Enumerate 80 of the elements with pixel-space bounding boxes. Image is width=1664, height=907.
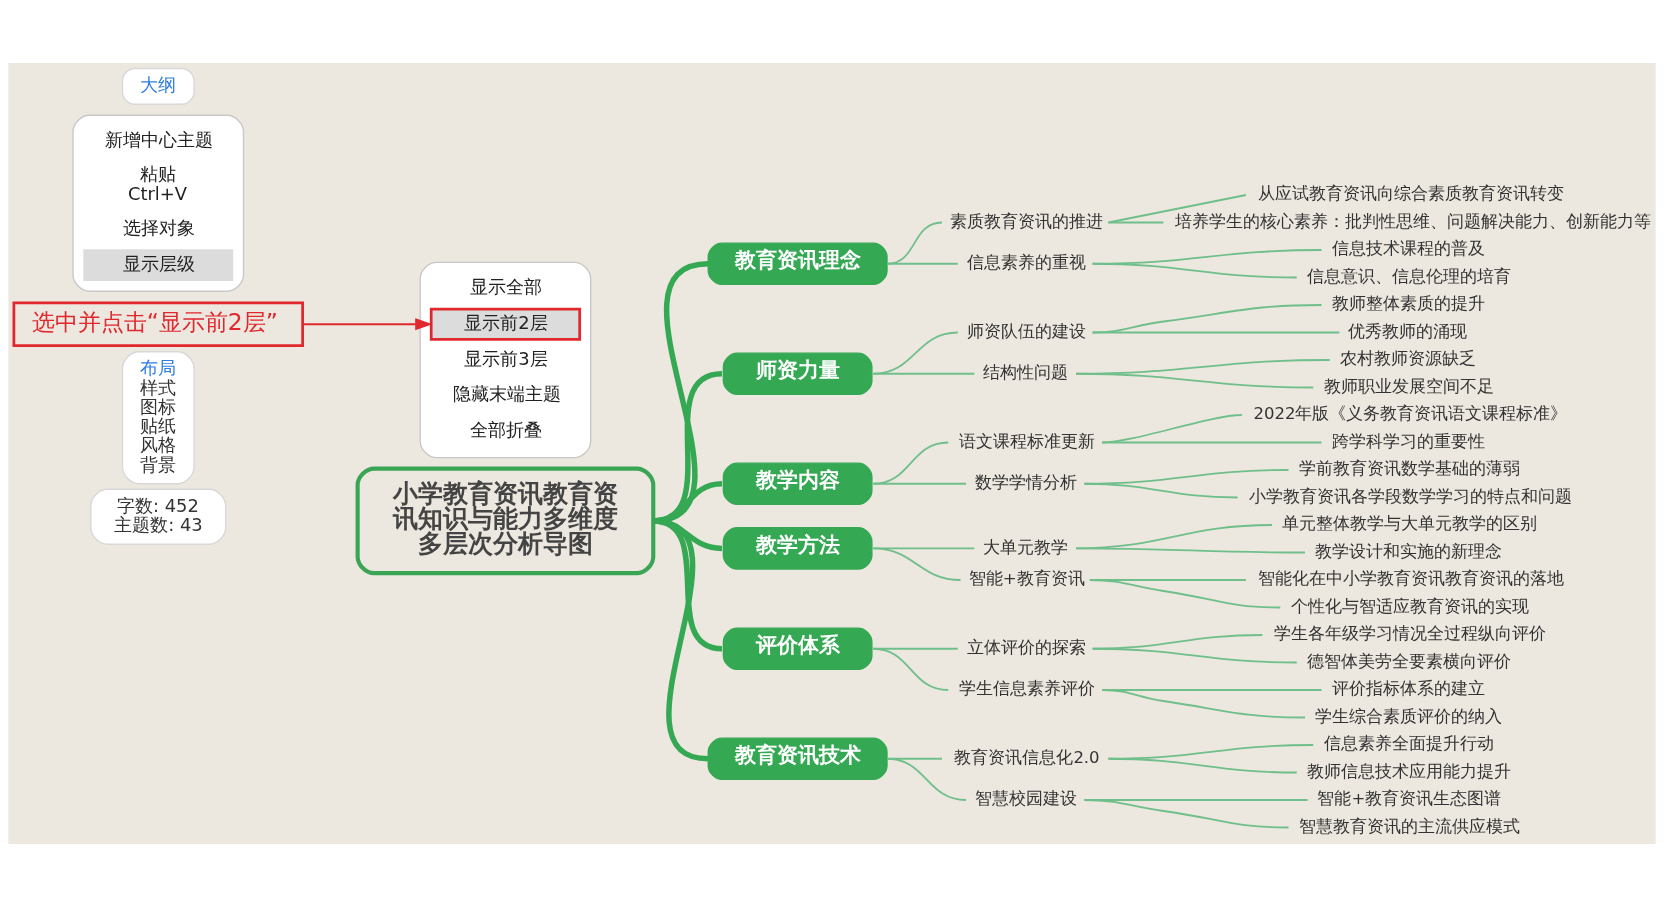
node-box: 显示前2层 bbox=[429, 307, 582, 341]
node-box: 教育资讯理念 bbox=[707, 242, 888, 286]
node-box: 选中并点击“显示前2层” bbox=[12, 301, 304, 347]
arrow bbox=[301, 318, 433, 331]
node-text: 评价指标体系的建立 bbox=[1331, 679, 1485, 699]
node-text: 选择对象 bbox=[122, 217, 195, 239]
node-text: 信息素养全面提升行动 bbox=[1323, 734, 1494, 754]
node-box: 显示层级 bbox=[83, 249, 234, 281]
connector bbox=[1107, 194, 1247, 224]
connector bbox=[1075, 547, 1306, 554]
node-text: 信息意识、信息伦理的培育 bbox=[1307, 266, 1512, 286]
node-text: 全部折叠 bbox=[469, 419, 542, 441]
node-text: 粘贴 Ctrl+V bbox=[128, 163, 187, 204]
node-text: 学前教育资讯数学基础的薄弱 bbox=[1298, 459, 1520, 479]
node-text: 跨学科学习的重要性 bbox=[1331, 431, 1485, 451]
connector bbox=[1091, 647, 1298, 664]
node-box: 教育资讯技术 bbox=[707, 737, 888, 781]
node-text: 教学设计和实施的新理念 bbox=[1315, 541, 1503, 561]
connector bbox=[872, 372, 976, 375]
connector bbox=[1088, 579, 1282, 609]
node-box: 大纲 bbox=[121, 67, 195, 105]
node-text: 农村教师资源缺乏 bbox=[1340, 349, 1477, 369]
connector bbox=[1083, 482, 1239, 499]
connector bbox=[1107, 757, 1298, 774]
node-text: 学生各年级学习情况全过程纵向评价 bbox=[1274, 624, 1547, 644]
connector bbox=[872, 647, 950, 691]
cluster bbox=[72, 114, 245, 292]
node-text: 师资队伍的建设 bbox=[966, 321, 1086, 341]
node-text: 2022年版《义务教育资讯语文课程标准》 bbox=[1253, 404, 1568, 424]
connector bbox=[872, 547, 962, 581]
node-text: 智能+教育资讯生态图谱 bbox=[1317, 789, 1502, 809]
connector bbox=[1075, 372, 1315, 389]
connector bbox=[1091, 262, 1298, 279]
node-box: 小学教育资讯教育资讯知识与能力多维度多层次分析导图 bbox=[355, 466, 656, 576]
node-text: 智能+教育资讯 bbox=[968, 569, 1085, 589]
node-text: 新增中心主题 bbox=[105, 129, 214, 151]
node-box: 师资力量 bbox=[722, 352, 873, 396]
node-text: 数学学情分析 bbox=[975, 473, 1077, 493]
node-text: 智能化在中小学教育资讯教育资讯的落地 bbox=[1257, 569, 1564, 589]
node-text: 信息素养的重视 bbox=[966, 253, 1086, 273]
node-text: 单元整体教学与大单元教学的区别 bbox=[1282, 514, 1538, 534]
node-text: 学生综合素质评价的纳入 bbox=[1315, 706, 1503, 726]
node-text: 教师整体素质的提升 bbox=[1331, 294, 1485, 314]
node-text: 显示前3层 bbox=[464, 347, 548, 369]
node-text: 个性化与智适应教育资讯的实现 bbox=[1290, 596, 1529, 616]
node-box: 教学内容 bbox=[722, 462, 873, 506]
connector bbox=[1107, 221, 1165, 224]
node-text: 智慧教育资讯的主流供应模式 bbox=[1298, 816, 1520, 836]
node-text: 优秀教师的涌现 bbox=[1348, 321, 1468, 341]
node-text: 教育资讯信息化2.0 bbox=[954, 748, 1100, 768]
node-text: 隐藏末端主题 bbox=[452, 383, 561, 405]
node-text: 德智体美劳全要素横向评价 bbox=[1307, 651, 1512, 671]
node-box: 字数: 452 主题数: 43 bbox=[90, 488, 227, 545]
node-box: 评价体系 bbox=[722, 627, 873, 671]
connector bbox=[1101, 441, 1323, 444]
node-text: 教师职业发展空间不足 bbox=[1323, 376, 1494, 396]
connector bbox=[886, 757, 967, 801]
connector bbox=[1101, 414, 1243, 444]
connector bbox=[872, 547, 976, 550]
node-text: 从应试教育资讯向综合素质教育资讯转变 bbox=[1257, 184, 1564, 204]
connector bbox=[1091, 331, 1341, 334]
node-text: 结构性问题 bbox=[983, 363, 1069, 383]
node-text: 信息技术课程的普及 bbox=[1331, 239, 1485, 259]
node-text: 小学教育资讯各学段数学学习的特点和问题 bbox=[1249, 486, 1573, 506]
connector bbox=[1101, 689, 1306, 719]
node-text: 教师信息技术应用能力提升 bbox=[1307, 761, 1512, 781]
node-text: 素质教育资讯的推进 bbox=[950, 211, 1104, 231]
node-text: 智慧校园建设 bbox=[975, 789, 1077, 809]
node-text: 立体评价的探索 bbox=[966, 638, 1086, 658]
node-text: 学生信息素养评价 bbox=[958, 679, 1095, 699]
connector bbox=[886, 262, 959, 265]
node-text: 显示全部 bbox=[469, 276, 542, 298]
node-text: 培养学生的核心素养：批判性思维、问题解决能力、创新能力等 bbox=[1175, 211, 1652, 231]
connector bbox=[1083, 799, 1290, 829]
connector bbox=[872, 482, 967, 485]
cluster bbox=[419, 261, 592, 459]
node-box: 教学方法 bbox=[722, 527, 873, 570]
node-box: 布局 样式 图标 贴纸 风格 背景 bbox=[121, 351, 195, 485]
node-text: 大单元教学 bbox=[983, 537, 1069, 557]
node-text: 语文课程标准更新 bbox=[958, 431, 1095, 451]
